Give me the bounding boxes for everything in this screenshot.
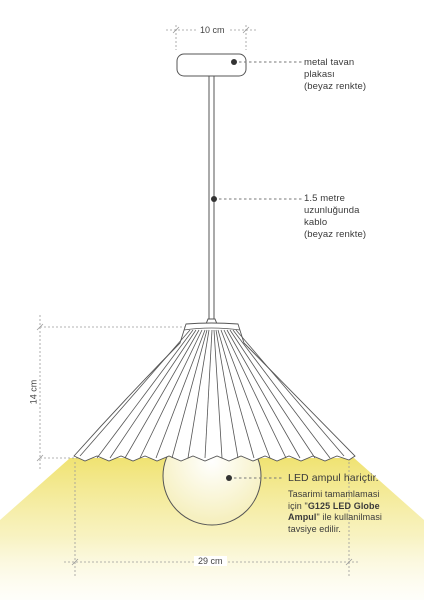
note-bulb-model: G125 LED Globe [307, 500, 380, 511]
canopy-marker-dot [231, 59, 237, 65]
height-label: 14 cm [28, 376, 39, 408]
canopy-label-line-3: (beyaz renkte) [304, 81, 367, 92]
note-line-2-pre: için " [288, 500, 308, 511]
note-line-3-post: " ile kullanilmasi [316, 512, 383, 522]
top-width-label: 10 cm [197, 25, 228, 35]
cable-label: 1.5 metre uzunluğunda kablo (beyaz renkt… [304, 193, 366, 241]
canopy-label-line-1: metal tavan [304, 57, 355, 68]
cable-label-line-1: 1.5 metre [304, 193, 346, 204]
cable-marker-dot [211, 196, 217, 202]
note-line-2: için "G125 LED Globe [288, 501, 382, 513]
canopy-label-line-2: plakası [304, 69, 335, 80]
note-bulb-type: Ampul [288, 512, 317, 522]
ceiling-canopy [176, 53, 247, 77]
cable-label-line-3: kablo [304, 217, 328, 228]
bottom-width-label: 29 cm [194, 556, 227, 566]
light-glow [0, 458, 424, 600]
bulb-recommendation-note: Tasarimi tamamlamasi için "G125 LED Glob… [288, 489, 382, 535]
note-line-4: tavsiye edilir. [288, 523, 342, 534]
cable-label-line-4: (beyaz renkte) [304, 229, 367, 240]
note-line-3: Ampul" ile kullanilmasi [288, 512, 382, 524]
height-dimension [36, 315, 185, 470]
canopy-label: metal tavan plakası (beyaz renkte) [304, 57, 366, 93]
cable-label-line-2: uzunluğunda [304, 205, 360, 216]
bulb-excluded-label: LED ampul hariçtir. [288, 472, 379, 484]
pleated-shade [73, 322, 356, 462]
note-line-1: Tasarimi tamamlamasi [288, 489, 380, 499]
bulb-marker-dot [226, 475, 232, 481]
